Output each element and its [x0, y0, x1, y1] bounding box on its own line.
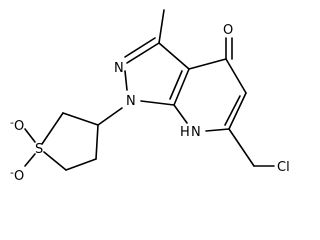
atom-nh-h-label: H [180, 125, 190, 140]
atom-os-bottom-label: O [14, 169, 24, 184]
bond-n1-thiolane [97, 107, 123, 126]
bond-s-o-bottom [24, 153, 36, 167]
atom-nh-n-label: N [191, 125, 201, 140]
bond-c2p-s [41, 112, 64, 145]
bond-s-c5p [43, 151, 67, 171]
atom-labels: N N O H N Cl S O - O - [10, 23, 290, 184]
bond-s-o-top [24, 128, 36, 143]
atom-os-bottom-charge: - [10, 166, 14, 179]
bond-c3a-c7a-a [173, 68, 190, 106]
atom-s-label: S [35, 142, 43, 157]
bond-c3p-c2p [62, 112, 99, 126]
bond-methyl-c3 [158, 9, 165, 44]
atom-cl-label: Cl [277, 160, 290, 175]
bond-c3-n2-a [126, 42, 160, 64]
bonds [24, 9, 275, 171]
bond-c4p-c3p [95, 124, 99, 160]
bond-n7-c7a [173, 104, 188, 124]
bond-c6-ch2 [228, 128, 255, 167]
bond-c5-c6-a [228, 92, 247, 130]
bond-n1-c7a [140, 100, 175, 106]
atom-o-keto-label: O [223, 23, 233, 38]
atom-os-top-label: O [14, 119, 24, 134]
bond-c4-c5 [225, 58, 247, 94]
bond-c3-c3a [158, 42, 190, 70]
structure-diagram: N N O H N Cl S O - O - [10, 9, 290, 184]
bond-c5p-c4p [65, 158, 97, 171]
atom-os-top-charge: - [10, 116, 14, 129]
bond-c5-c6-b [224, 95, 241, 126]
bond-c6-n7 [205, 128, 230, 132]
bond-n2-n1 [124, 70, 128, 91]
bond-c3a-c4 [188, 58, 227, 70]
bond-c3a-c7a-b [169, 70, 183, 100]
molecule-drawing: N N O H N Cl S O - O - [10, 9, 290, 184]
atom-n1-label: N [126, 94, 136, 109]
bond-c3-n2-b [124, 37, 156, 58]
atom-n2-label: N [114, 61, 124, 76]
